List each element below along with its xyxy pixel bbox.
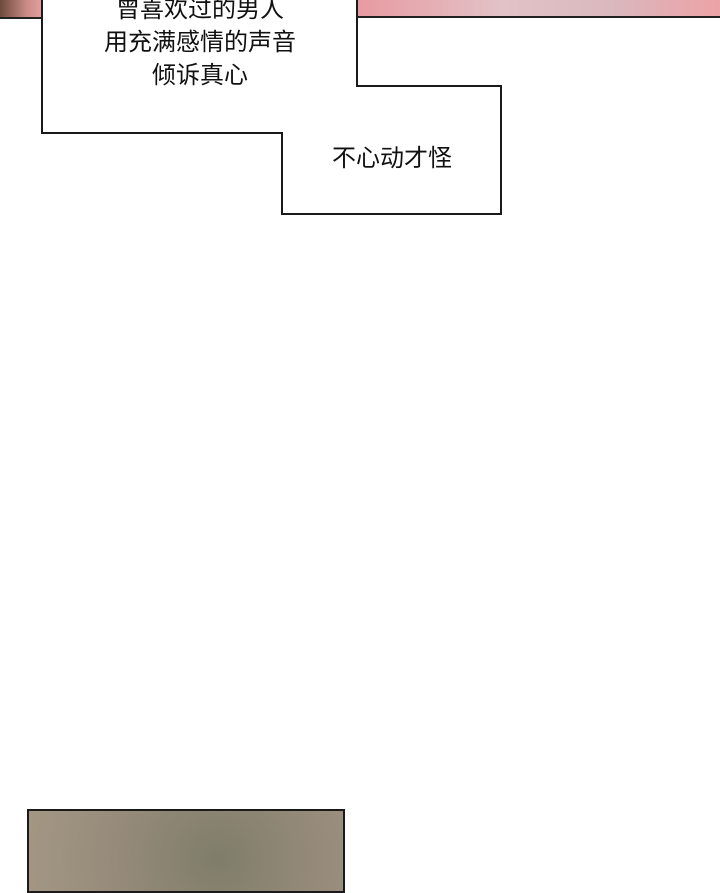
caption-text-2: 不心动才怪: [332, 144, 452, 172]
caption-box: [41, 0, 502, 215]
comic-panel-bottom: [27, 809, 345, 893]
caption-line: 用充满感情的声音: [104, 28, 296, 56]
comic-panel-top-left: [0, 0, 44, 19]
caption-line: 曾喜欢过的男人: [116, 0, 284, 23]
caption-text-1: 曾喜欢过的男人 用充满感情的声音 倾诉真心: [60, 0, 340, 92]
caption-line: 倾诉真心: [152, 61, 248, 89]
comic-panel-top-right: [356, 0, 720, 18]
